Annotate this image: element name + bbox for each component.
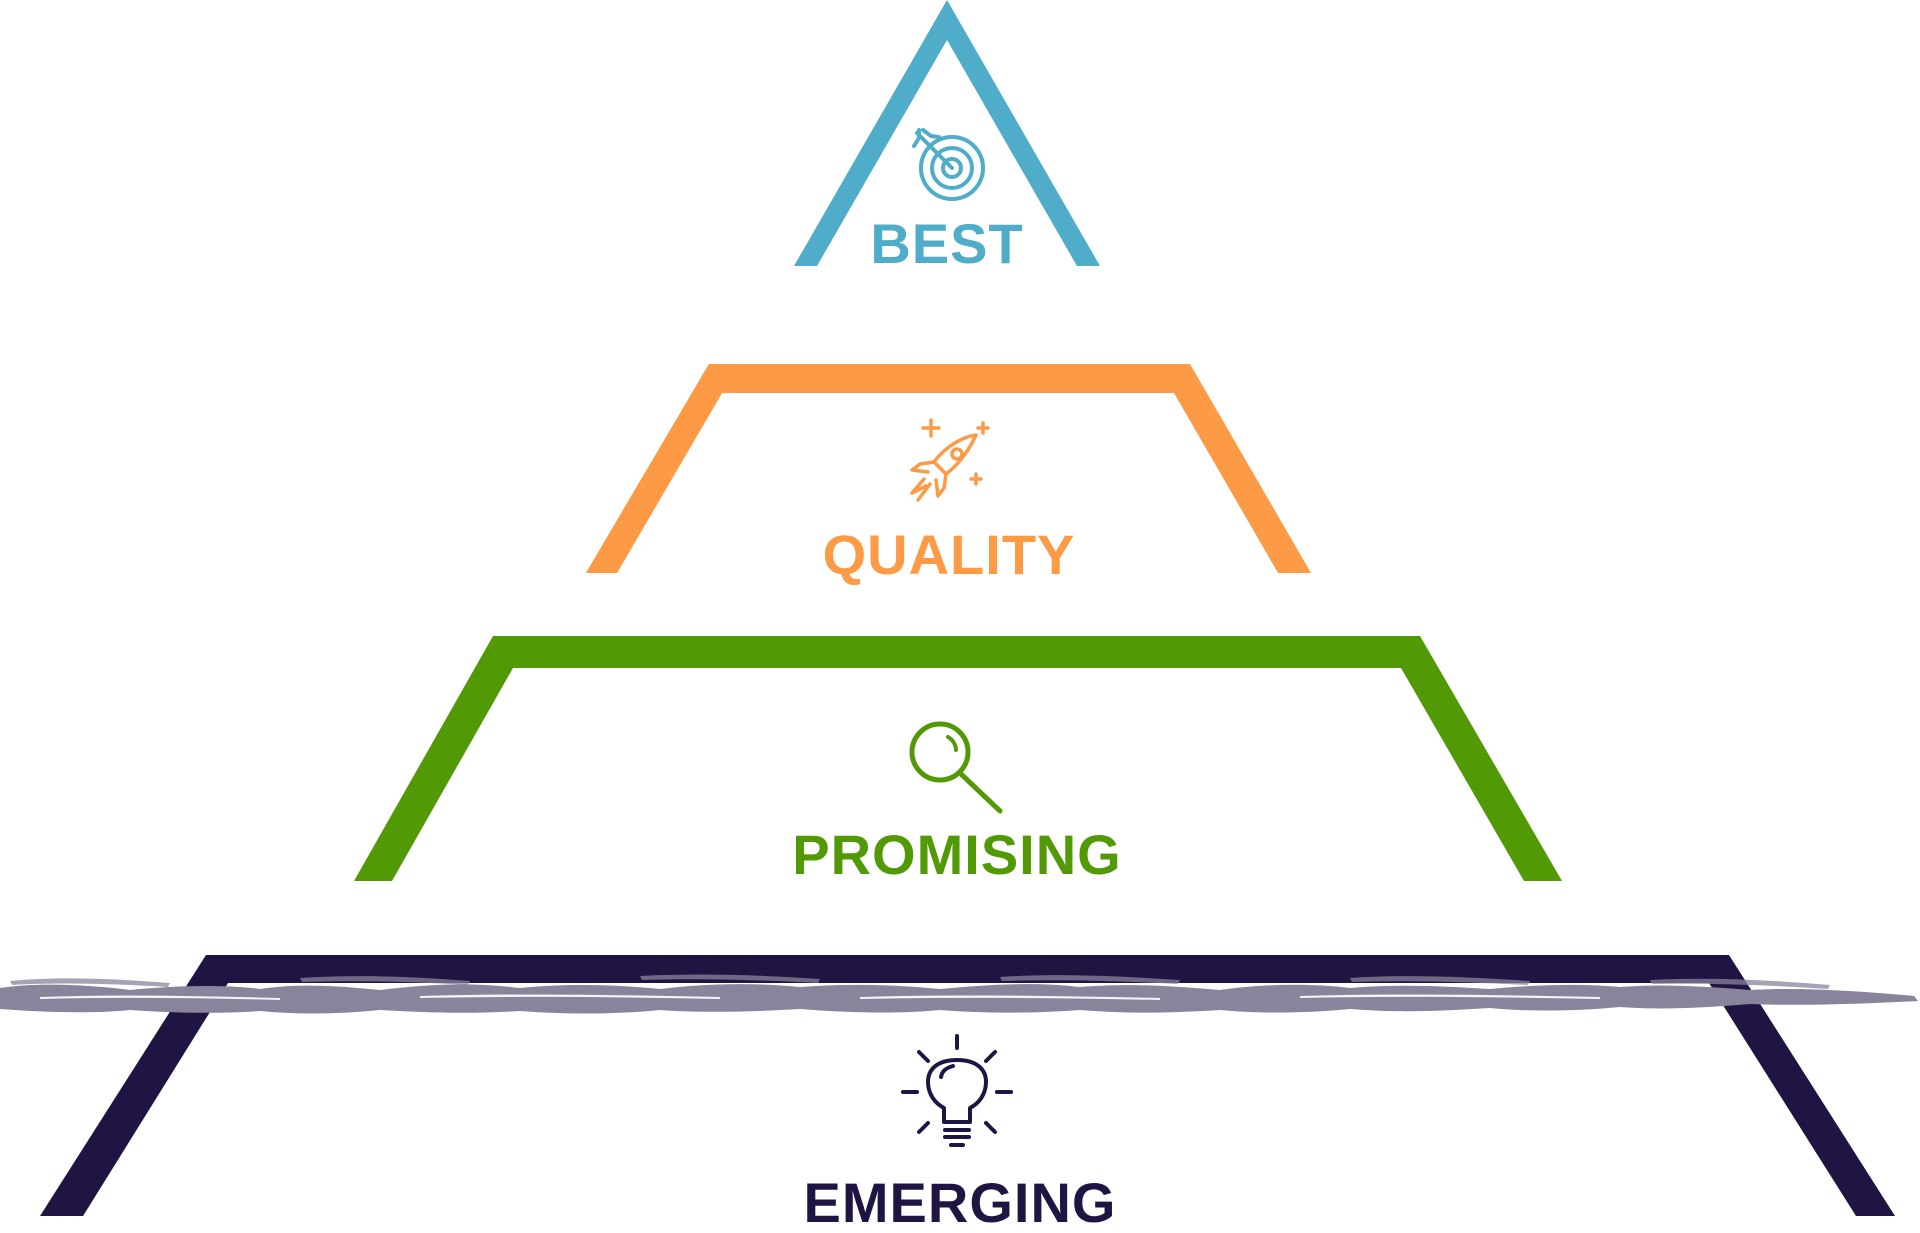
tier-emerging-label: EMERGING xyxy=(804,1171,1117,1233)
tier-quality-frame-left xyxy=(586,364,722,573)
tier-best: BEST xyxy=(794,0,1100,275)
tier-best-frame xyxy=(794,0,1100,266)
tier-quality-label: QUALITY xyxy=(823,523,1076,586)
tier-quality: QUALITY xyxy=(586,364,1311,586)
target-icon xyxy=(912,128,985,201)
tier-best-label: BEST xyxy=(870,212,1023,275)
divider-stroke xyxy=(0,974,1918,1014)
tier-promising-label: PROMISING xyxy=(792,823,1121,886)
magnifier-icon xyxy=(909,721,1003,814)
rocket-icon xyxy=(910,418,990,502)
lightbulb-icon xyxy=(901,1034,1013,1147)
tier-promising: PROMISING xyxy=(354,636,1562,886)
